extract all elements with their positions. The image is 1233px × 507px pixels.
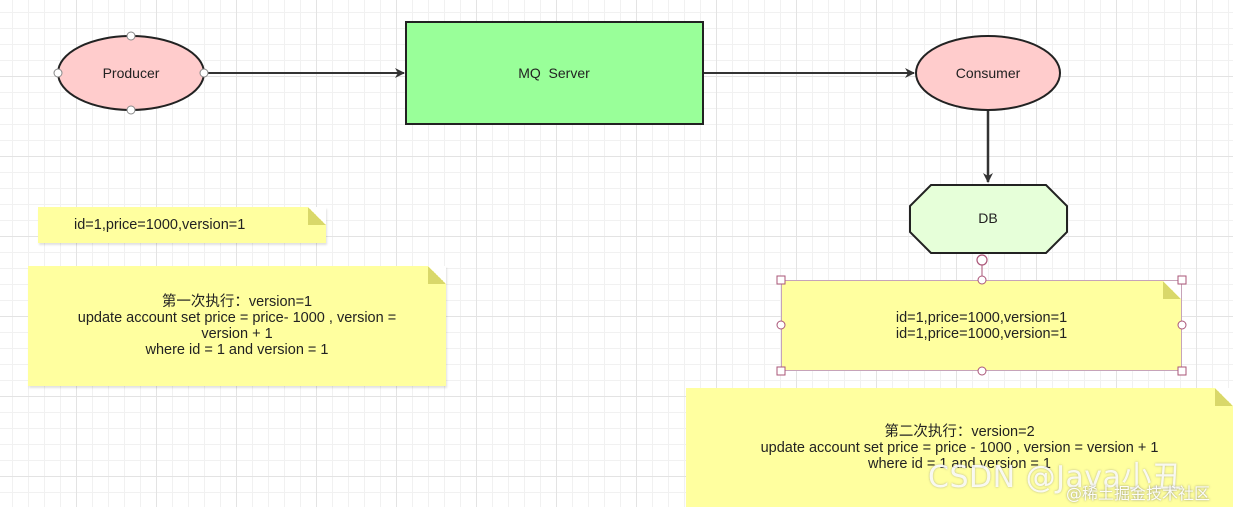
node-mq-server[interactable]: MQ Server bbox=[405, 21, 704, 125]
note-line: version + 1 bbox=[201, 326, 273, 342]
note-line: id=1,price=1000,version=1 bbox=[895, 325, 1068, 342]
note-first-execution[interactable]: 第一次执行：version=1 update account set price… bbox=[28, 266, 446, 386]
note-fold-corner bbox=[428, 266, 446, 284]
note-consumer-state[interactable]: id=1,price=1000,version=1 id=1,price=100… bbox=[781, 280, 1182, 371]
note-initial-record[interactable]: id=1,price=1000,version=1 bbox=[38, 207, 326, 243]
mq-server-shape[interactable] bbox=[405, 21, 704, 125]
note-line: where id = 1 and version = 1 bbox=[145, 342, 329, 358]
producer-handle-top[interactable] bbox=[126, 31, 136, 41]
note-line: update account set price = price - 1000 … bbox=[760, 439, 1159, 456]
node-producer[interactable]: Producer bbox=[53, 31, 209, 115]
rotate-handle[interactable] bbox=[976, 254, 988, 266]
note-consumer-lines: id=1,price=1000,version=1 id=1,price=100… bbox=[896, 310, 1067, 342]
producer-handle-bottom[interactable] bbox=[126, 105, 136, 115]
note-second-lines: 第二次执行：version=2 update account set price… bbox=[761, 424, 1159, 472]
note-line: where id = 1 and version = 1 bbox=[868, 455, 1051, 472]
watermark-juejin: @稀土掘金技术社区 bbox=[1066, 484, 1211, 503]
note-fold-corner bbox=[1163, 281, 1181, 299]
note-line: update account set price = price- 1000 ,… bbox=[77, 310, 397, 326]
consumer-label: Consumer bbox=[956, 65, 1021, 81]
note-line: 第一次执行：version=1 bbox=[161, 294, 313, 310]
producer-handle-right[interactable] bbox=[199, 68, 209, 78]
note-line: 第二次执行：version=2 bbox=[884, 423, 1035, 440]
producer-label: Producer bbox=[103, 65, 160, 81]
db-shape[interactable] bbox=[909, 184, 1068, 254]
note-fold-corner bbox=[308, 207, 326, 225]
note-line: id=1,price=1000,version=1 bbox=[895, 309, 1068, 326]
note-line: id=1,price=1000,version=1 bbox=[74, 217, 246, 233]
mq-server-label: MQ Server bbox=[518, 65, 590, 81]
note-first-lines: 第一次执行：version=1 update account set price… bbox=[78, 294, 396, 358]
node-consumer[interactable]: Consumer bbox=[915, 35, 1061, 111]
note-fold-corner bbox=[1215, 388, 1233, 406]
note-initial-lines: id=1,price=1000,version=1 bbox=[74, 217, 245, 233]
watermark-csdn: CSDN @Java小丑 bbox=[928, 460, 1183, 495]
consumer-shape[interactable] bbox=[915, 35, 1061, 111]
node-db[interactable]: DB bbox=[909, 184, 1068, 254]
note-second-execution[interactable]: 第二次执行：version=2 update account set price… bbox=[686, 388, 1233, 507]
db-label: DB bbox=[978, 210, 997, 226]
producer-handle-left[interactable] bbox=[53, 68, 63, 78]
